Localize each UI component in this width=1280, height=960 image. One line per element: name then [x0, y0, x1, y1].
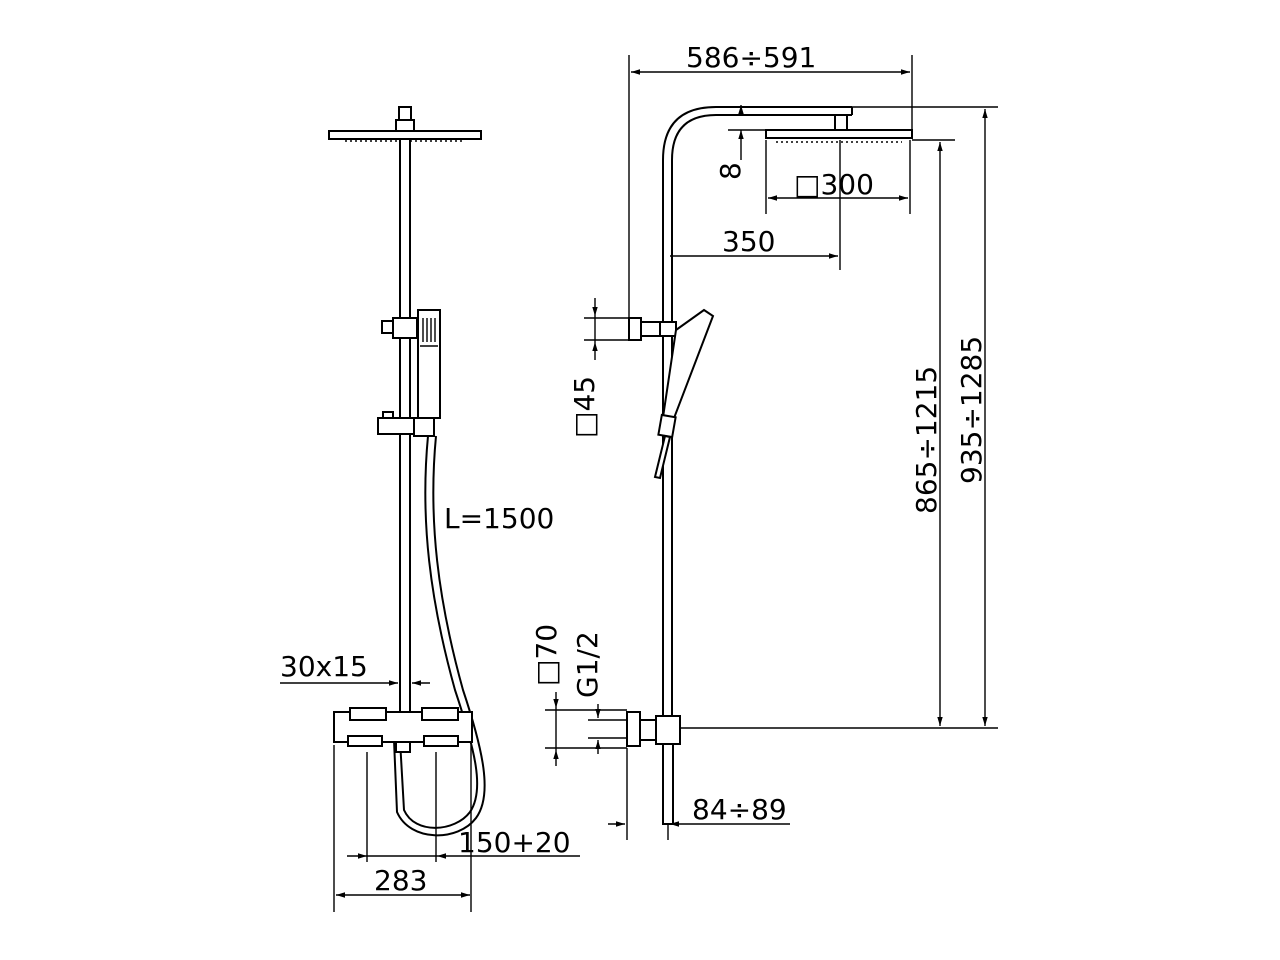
- front-mixer: [333, 707, 473, 753]
- dim-connection-thread: G1/2: [571, 631, 604, 698]
- dim-plate-thickness: 8: [714, 162, 747, 180]
- dim-outlet-spacing: 150+20: [458, 826, 571, 859]
- front-head-shower: [328, 106, 482, 142]
- dim-head-size: □300: [794, 168, 874, 201]
- side-wall-bracket: [628, 317, 677, 341]
- dim-total-height: 935÷1285: [955, 336, 988, 484]
- side-mixer: [626, 711, 681, 825]
- side-rail: [662, 106, 853, 728]
- front-upper-holder: [381, 317, 418, 339]
- side-view: 586÷591 8 □300 350 □45 □70 G1/2: [530, 41, 998, 840]
- dim-mixer-width: 283: [374, 864, 427, 897]
- dim-escutcheon-size: □70: [530, 624, 563, 686]
- dim-head-width-range: 586÷591: [686, 41, 816, 74]
- side-head-shower: [765, 114, 913, 143]
- dim-wall-projection: 84÷89: [692, 793, 787, 826]
- dim-mixer-to-head: 865÷1215: [910, 366, 943, 514]
- dim-arm-reach: 350: [722, 225, 775, 258]
- front-slider: [377, 411, 435, 437]
- dim-hose-length: L=1500: [444, 502, 554, 535]
- front-view: 30x15 150+20 283 L=1500: [280, 106, 580, 912]
- side-hand-shower: [653, 308, 715, 480]
- front-hand-shower: [417, 309, 441, 419]
- dim-rail-section: 30x15: [280, 650, 368, 683]
- dim-holder-size: □45: [568, 376, 601, 438]
